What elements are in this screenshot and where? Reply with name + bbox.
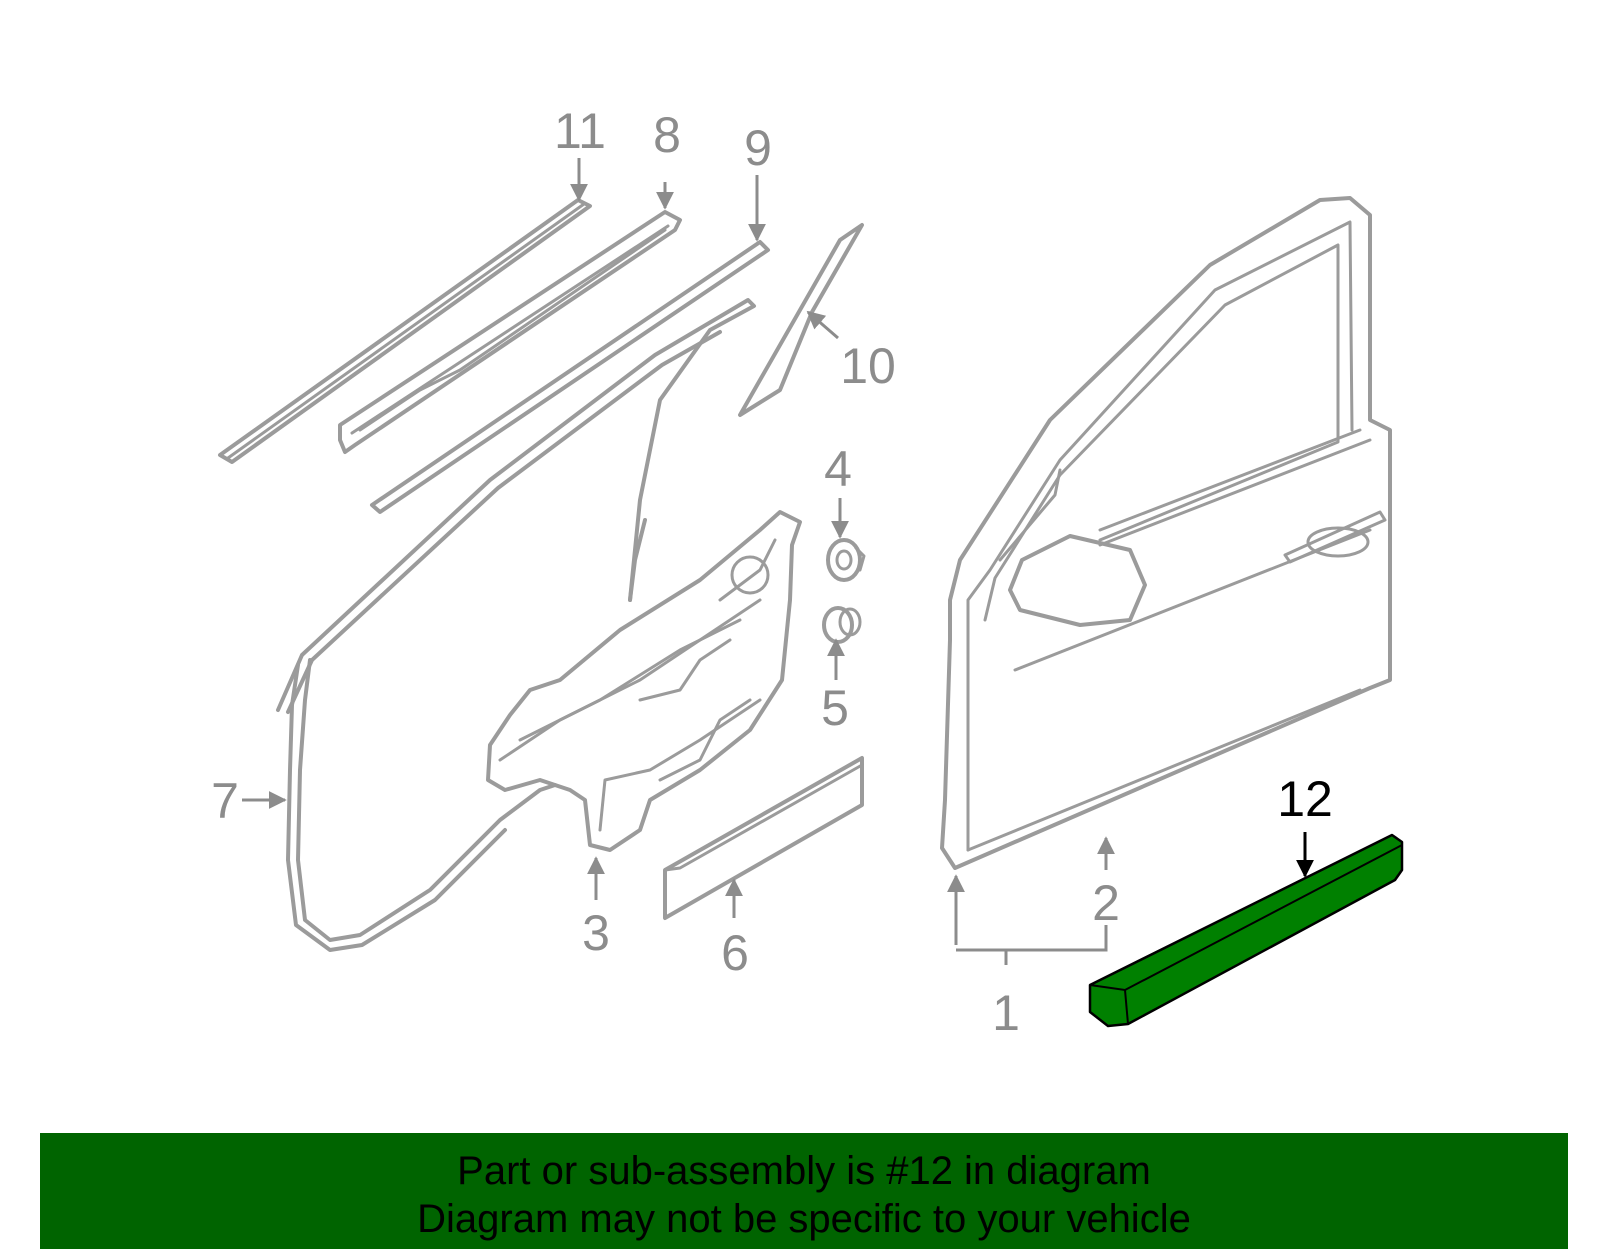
callout-10: 10 xyxy=(840,338,896,394)
info-banner: Part or sub-assembly is #12 in diagram D… xyxy=(40,1133,1568,1249)
callout-2: 2 xyxy=(1092,875,1120,931)
banner-line-disclaimer: Diagram may not be specific to your vehi… xyxy=(417,1197,1191,1241)
banner-line-part: Part or sub-assembly is #12 in diagram xyxy=(457,1149,1151,1193)
part-2-door-shell xyxy=(940,196,1392,870)
callout-4: 4 xyxy=(824,441,852,497)
callout-12: 12 xyxy=(1277,771,1333,827)
callout-6: 6 xyxy=(721,925,749,981)
part-10-sash-trim xyxy=(738,223,864,417)
part-5-clip xyxy=(822,606,862,644)
callout-3: 3 xyxy=(582,905,610,961)
leader-lines xyxy=(242,158,1314,965)
part-3-trim-panel xyxy=(486,510,802,852)
part-4-grommet xyxy=(826,538,866,582)
part-9-inner-belt xyxy=(370,240,770,514)
part-6-protector xyxy=(663,756,864,920)
callout-11: 11 xyxy=(554,103,606,159)
callout-1: 1 xyxy=(992,985,1020,1041)
part-7-door-seal xyxy=(276,298,756,952)
callout-9: 9 xyxy=(744,120,772,176)
part-8-weatherstrip xyxy=(338,210,682,454)
callout-5: 5 xyxy=(821,680,849,736)
part-12-door-molding xyxy=(1088,833,1404,1028)
callout-8: 8 xyxy=(653,107,681,163)
callout-7: 7 xyxy=(211,773,239,829)
part-11-belt-molding xyxy=(218,198,592,464)
